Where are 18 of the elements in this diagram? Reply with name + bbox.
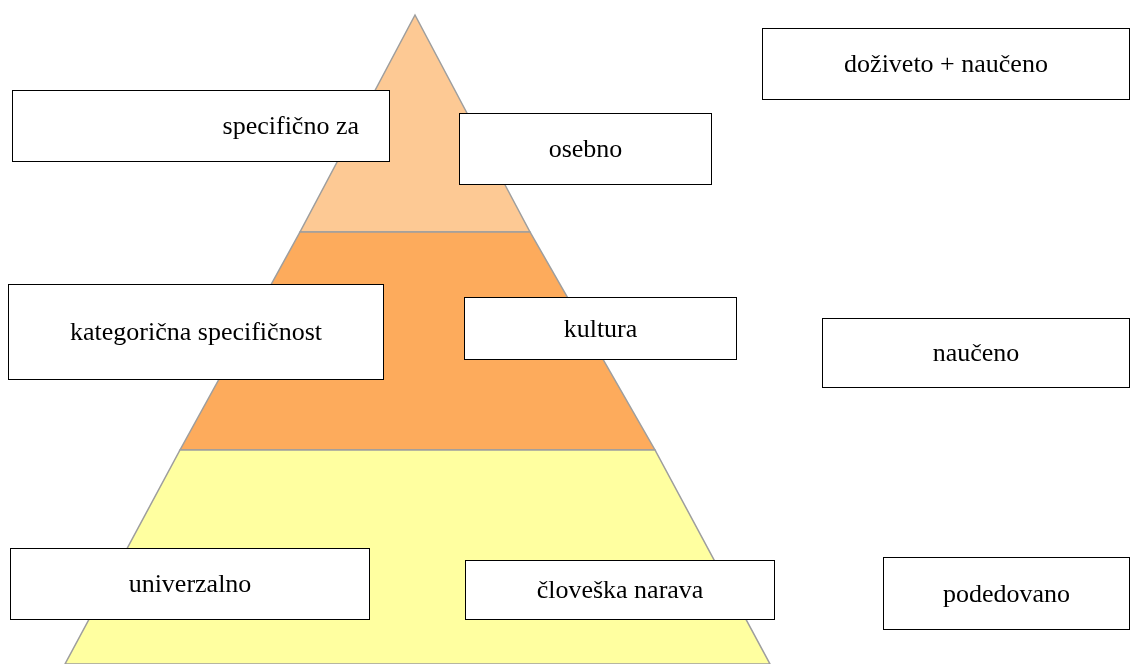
box-text: osebno — [548, 134, 623, 164]
label-box — [12, 90, 390, 162]
box-text: podedovano — [942, 578, 1071, 609]
label-box — [465, 560, 775, 620]
box-text: človeška narava — [536, 575, 704, 605]
label-box — [464, 297, 737, 360]
label-box — [10, 548, 370, 620]
box-text: naučeno — [932, 338, 1020, 368]
label-box — [762, 28, 1130, 100]
box-text: univerzalno — [128, 569, 252, 599]
box-text: kultura — [563, 313, 638, 344]
box-text: kategorična specifičnost — [70, 317, 322, 347]
box-text: specifično za — [222, 111, 359, 141]
label-box — [883, 557, 1130, 630]
label-box — [8, 284, 384, 380]
label-box — [822, 318, 1130, 388]
box-text: doživeto + naučeno — [844, 49, 1048, 79]
label-box — [459, 113, 712, 185]
